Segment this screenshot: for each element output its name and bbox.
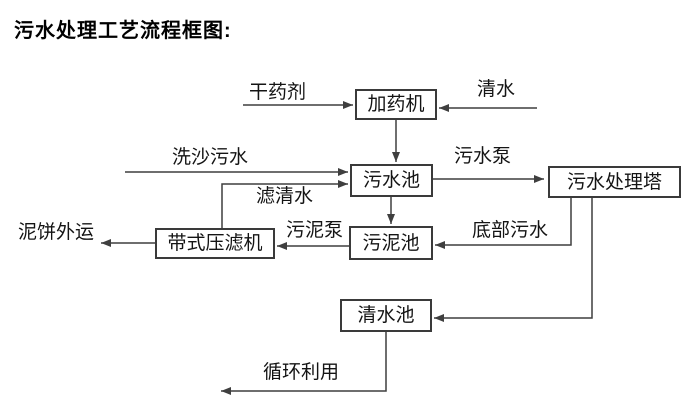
node-dosing-machine: 加药机	[355, 89, 437, 120]
label-mud-cake-out: 泥饼外运	[18, 222, 95, 243]
page-title: 污水处理工艺流程框图:	[14, 20, 232, 42]
arrow-clean-water-pool-to-recycle	[221, 332, 387, 395]
label-clean-water: 清水	[477, 79, 516, 100]
node-belt-filter-press: 带式压滤机	[155, 228, 275, 259]
node-treatment-tower: 污水处理塔	[548, 166, 681, 198]
arrow-filtered-water-to-sewage-pool	[221, 180, 348, 228]
label-recycle-use: 循环利用	[263, 362, 340, 383]
label-filtered-water: 滤清水	[256, 186, 314, 207]
label-bottom-sewage: 底部污水	[472, 220, 549, 241]
label-sand-washing-sewage: 洗沙污水	[172, 147, 249, 168]
arrow-bottom-sewage-to-sludge-pool	[435, 197, 572, 249]
node-sewage-pool: 污水池	[350, 164, 433, 197]
arrow-tower-to-clean-water-pool	[434, 197, 593, 322]
node-clean-water-pool: 清水池	[340, 299, 432, 332]
label-sewage-pump: 污水泵	[454, 146, 512, 167]
label-sludge-pump: 污泥泵	[286, 220, 344, 241]
node-sludge-pool: 污泥池	[349, 226, 433, 260]
label-dry-agent: 干药剂	[249, 82, 307, 103]
